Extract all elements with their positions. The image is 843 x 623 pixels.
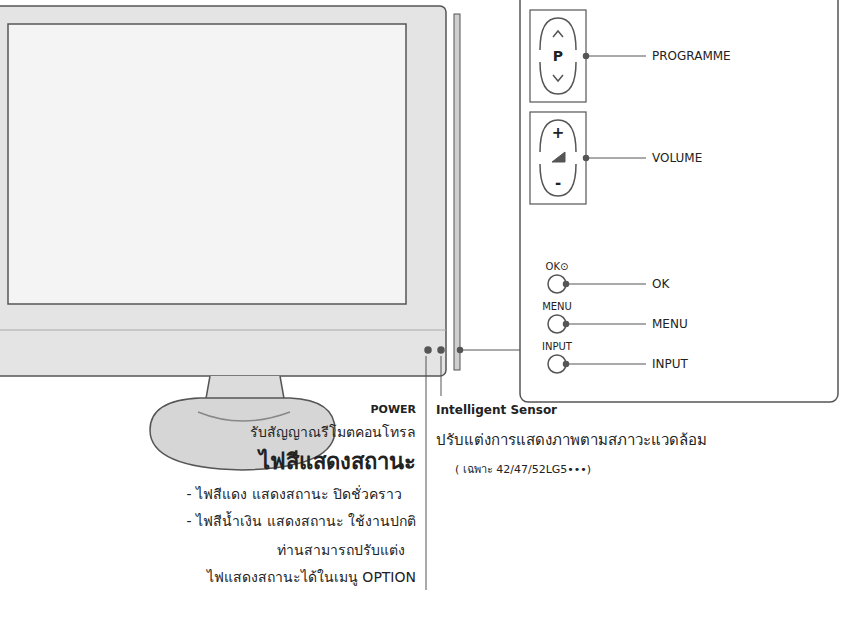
button-panel [520,0,838,402]
chevron-up [553,31,563,37]
rocker-top [540,18,576,50]
callout-label: MENU [652,317,688,331]
sensor-dot [438,347,444,353]
leader-line [460,350,520,351]
volume-box [530,112,586,204]
volume-symbol [552,152,565,162]
note-text: ปรับแต่งการแสดงภาพตามสภาวะแวดล้อม [436,431,707,449]
leader-line [426,356,427,590]
leader-dot [564,282,569,287]
heading-text: ไฟสีแสดงสถานะ [259,449,416,475]
part-name: POWER [370,403,416,416]
button-symbol: - [555,174,561,192]
tv-screen [8,24,406,304]
note-text: รับสัญญาณรีโมตคอนโทรล [250,424,416,441]
leader-line [566,364,646,365]
button-symbol: + [552,124,565,142]
note-text: ท่านสามารถปรับแต่ง [277,542,405,559]
callout-label: OK [652,277,669,291]
button-label: INPUT [542,341,572,353]
power-led [425,347,431,353]
leader-dot [564,362,569,367]
leader-line [586,56,646,57]
button-label: MENU [542,301,572,313]
leader-dot [584,156,589,161]
bezel-line [0,330,446,331]
callout-label: PROGRAMME [652,49,731,63]
button-symbol: P [553,48,563,65]
rocker-bottom [540,164,576,196]
programme-box [530,10,586,102]
note-text: - ไฟสีน้ำเงิน แสดงสถานะ ใช้งานปกติ [187,513,416,530]
stand-curve [198,412,290,421]
leader-line [441,356,442,396]
leader-dot [458,348,463,353]
rocker-bottom [540,62,576,94]
chevron-down [553,75,563,81]
note-text: ไฟแสดงสถานะได้ในเมนู OPTION [207,569,416,586]
button-label: OK⊙ [546,261,569,273]
leader-dot [584,54,589,59]
leader-line [566,324,646,325]
tv-frame [0,6,446,376]
note-text: - ไฟสีแดง แสดงสถานะ ปิดชั่วคราว [187,486,402,503]
callout-label: INPUT [652,357,688,371]
part-name: Intelligent Sensor [436,403,557,417]
leader-dot [564,322,569,327]
tv-side [454,14,460,370]
leader-line [566,284,646,285]
rocker-top [540,120,576,152]
note-text: ( เฉพาะ 42/47/52LG5•••) [455,463,591,476]
leader-line [586,158,646,159]
callout-label: VOLUME [652,151,702,165]
